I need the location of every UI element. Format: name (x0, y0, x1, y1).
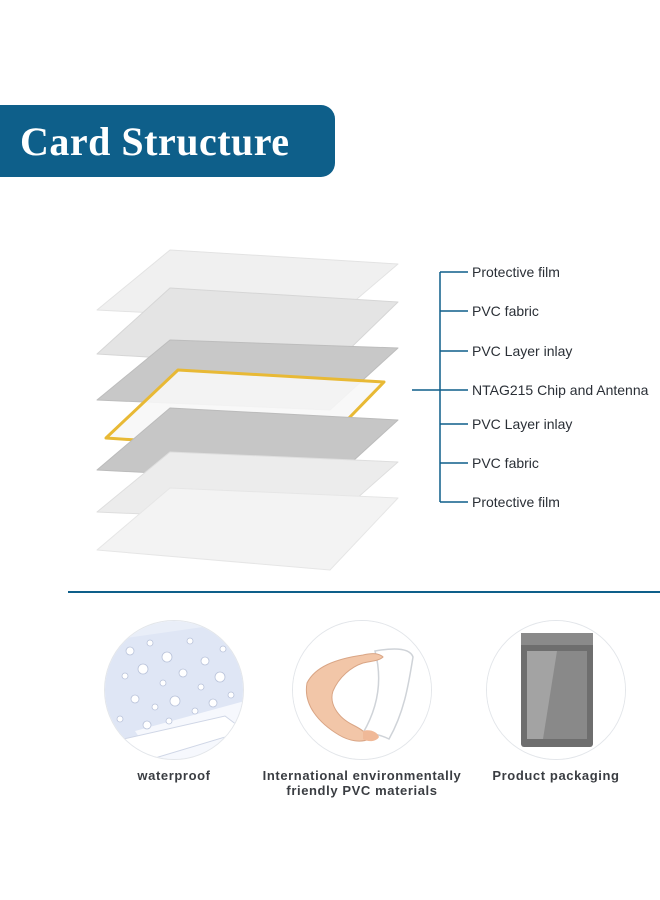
feature-caption-waterproof: waterproof (137, 768, 210, 783)
layer-label-pvc-fabric-top: PVC fabric (472, 303, 539, 319)
feature-caption-pvc: International environmentally friendly P… (263, 768, 462, 798)
caption-line: International environmentally (262, 768, 462, 783)
feature-caption-packaging: Product packaging (492, 768, 619, 783)
layer-label-protective-film-bottom: Protective film (472, 494, 560, 510)
water-droplets-icon (104, 620, 244, 760)
layer-label-chip-antenna: NTAG215 Chip and Antenna (472, 382, 649, 398)
card-layer-diagram (96, 249, 468, 571)
layer-label-pvc-fabric-bottom: PVC fabric (472, 455, 539, 471)
section-divider (68, 591, 660, 593)
page-title: Card Structure (20, 118, 290, 164)
caption-line: Product packaging (492, 768, 620, 783)
feature-pvc-materials: International environmentally friendly P… (262, 620, 462, 798)
layer-protective-film-bottom (96, 487, 399, 571)
layer-label-protective-film-top: Protective film (472, 264, 560, 280)
caption-line: waterproof (137, 768, 211, 783)
title-banner: Card Structure (0, 105, 335, 177)
flexible-card-icon (292, 620, 432, 760)
layer-label-pvc-inlay-top: PVC Layer inlay (472, 343, 573, 359)
feature-waterproof: waterproof (104, 620, 244, 783)
packaging-bag-icon (486, 620, 626, 760)
caption-line: friendly PVC materials (286, 783, 438, 798)
feature-packaging: Product packaging (486, 620, 626, 783)
layer-label-pvc-inlay-bottom: PVC Layer inlay (472, 416, 573, 432)
